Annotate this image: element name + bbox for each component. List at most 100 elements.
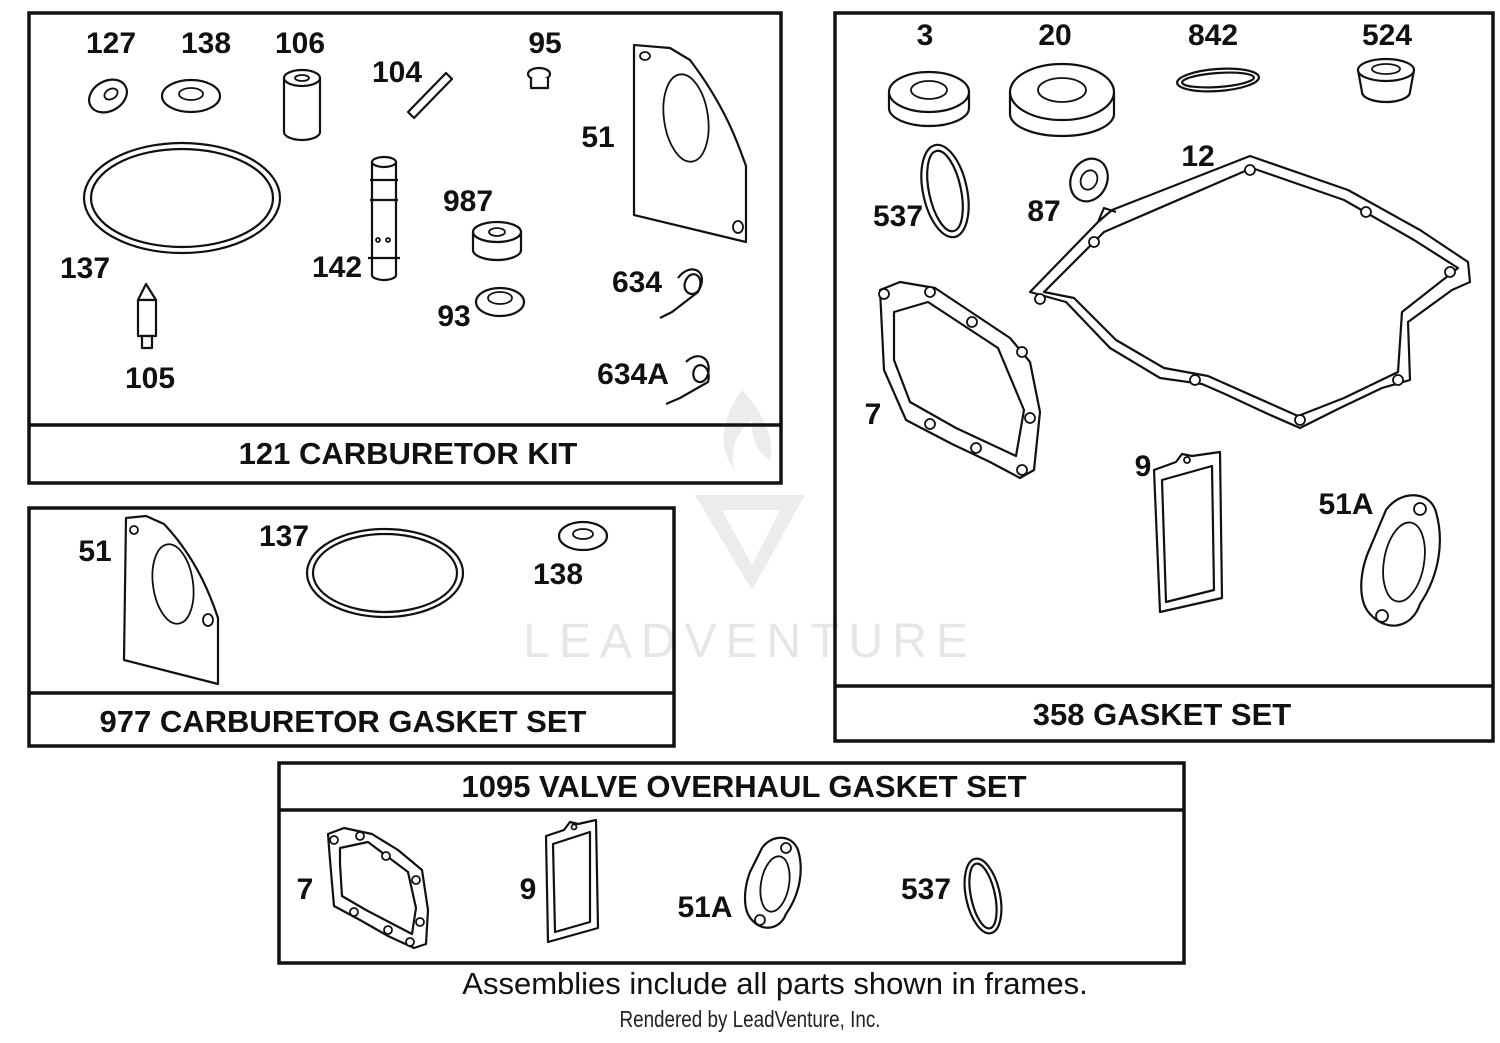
watermark-text: LEADVENTURE (523, 615, 977, 668)
needle-body (136, 298, 158, 338)
gasket-bolt-hole (1392, 374, 1404, 386)
footnote: Assemblies include all parts shown in fr… (462, 966, 1088, 1001)
part-524[interactable]: 524 (1356, 19, 1416, 104)
part-87[interactable]: 87 (1027, 152, 1114, 228)
gasket-bolt-hole (732, 220, 744, 234)
part-537[interactable]: 537 (901, 855, 1008, 936)
part-9[interactable]: 9 (520, 818, 600, 944)
gasket-port (151, 543, 195, 625)
part-51A[interactable]: 51A (677, 836, 802, 929)
part-537[interactable]: 537 (873, 140, 976, 241)
part-987[interactable]: 987 (443, 185, 523, 262)
part-20[interactable]: 20 (1008, 19, 1116, 138)
part-634A[interactable]: 634A (597, 355, 710, 406)
part-104[interactable]: 104 (372, 56, 454, 120)
o-ring-icon (82, 141, 282, 255)
gasket-bolt-hole (924, 286, 936, 298)
rectangular-gasket-icon (544, 818, 600, 944)
part-634[interactable]: 634 (612, 266, 703, 319)
seal-bore (1037, 77, 1087, 103)
kit-frame (277, 761, 1186, 965)
part-93[interactable]: 93 (437, 286, 526, 333)
part-label: 51A (1318, 488, 1373, 521)
kit-1095-valve-overhaul-gasket-set: 1095 VALVE OVERHAUL GASKET SET 7 9 (277, 761, 1186, 965)
part-3[interactable]: 3 (887, 19, 971, 128)
kit-title: 977 CARBURETOR GASKET SET (100, 704, 587, 739)
o-ring-icon (305, 527, 465, 619)
tube-hole (385, 237, 391, 243)
gasket-tab (1096, 206, 1117, 223)
o-ring-inner (1180, 71, 1256, 89)
part-7[interactable]: 7 (865, 280, 1042, 480)
spring-icon (665, 355, 710, 406)
part-label: 9 (520, 873, 537, 906)
part-842[interactable]: 842 (1175, 19, 1261, 94)
gasket-bolt-hole (924, 418, 936, 430)
part-7[interactable]: 7 (297, 826, 430, 950)
part-137[interactable]: 137 (60, 141, 282, 285)
cylinder-head-gasket-icon (326, 826, 430, 950)
needle-valve-icon (136, 282, 158, 302)
watermark-logo-icon (695, 390, 805, 590)
part-95[interactable]: 95 (526, 27, 562, 90)
gasket-port (1382, 521, 1426, 603)
spring-icon (659, 268, 703, 319)
gasket-bolt-hole (878, 288, 890, 300)
part-106[interactable]: 106 (275, 27, 325, 142)
gasket-bolt-hole (202, 613, 214, 627)
gasket-bolt-hole (1183, 456, 1191, 464)
part-label: 142 (312, 251, 362, 284)
seal-bore (487, 291, 513, 305)
part-51A[interactable]: 51A (1318, 488, 1441, 627)
gasket-bolt-hole (349, 907, 359, 917)
part-label: 7 (297, 873, 314, 906)
screw-shank (529, 78, 550, 90)
part-9[interactable]: 9 (1135, 450, 1224, 614)
gasket-bolt-hole (966, 316, 978, 328)
gasket-bolt-hole (1244, 164, 1256, 176)
gasket-bolt-hole (639, 51, 651, 61)
part-label: 106 (275, 27, 325, 60)
gasket-bolt-hole (970, 442, 982, 454)
part-label: 93 (437, 300, 470, 333)
part-label: 987 (443, 185, 493, 218)
cylinder-head-gasket-icon (878, 280, 1042, 480)
bushing-bore (488, 227, 506, 237)
part-51[interactable]: 51 (581, 43, 748, 244)
gasket-bolt-hole (1444, 266, 1456, 278)
part-label: 524 (1362, 19, 1412, 52)
part-137[interactable]: 137 (259, 520, 465, 619)
bushing-bore (294, 74, 310, 82)
gasket-port (759, 855, 791, 913)
part-127[interactable]: 127 (83, 27, 136, 119)
o-ring-inner (926, 149, 964, 233)
part-142[interactable]: 142 (312, 155, 400, 284)
part-138[interactable]: 138 (160, 27, 231, 114)
part-105[interactable]: 105 (125, 282, 175, 395)
seal-bore (910, 80, 948, 100)
gasket-bolt-hole (1034, 293, 1046, 305)
rectangular-gasket-icon (1152, 450, 1224, 614)
gasket-bolt-hole (570, 823, 578, 831)
emulsion-tube-icon (370, 160, 398, 282)
bushing-icon (282, 76, 322, 142)
tube-hole (375, 237, 381, 243)
part-label: 634A (597, 358, 669, 391)
gasket-bolt-hole (1294, 414, 1306, 426)
part-label: 137 (60, 252, 110, 285)
part-label: 842 (1188, 19, 1238, 52)
part-138[interactable]: 138 (533, 520, 609, 591)
part-label: 138 (533, 558, 583, 591)
gasket-bolt-hole (1088, 236, 1100, 248)
kit-title: 358 GASKET SET (1033, 697, 1291, 732)
gasket-bolt-hole (780, 842, 792, 854)
gasket-bolt-hole (411, 875, 421, 885)
gasket-bolt-hole (754, 914, 766, 926)
gasket-bolt-hole (329, 835, 339, 845)
part-51[interactable]: 51 (78, 514, 220, 686)
part-12[interactable]: 12 (1028, 140, 1472, 430)
gasket-bolt-hole (1375, 609, 1389, 623)
part-label: 104 (372, 56, 422, 89)
pin-icon (406, 71, 454, 120)
kit-frame (27, 11, 783, 485)
